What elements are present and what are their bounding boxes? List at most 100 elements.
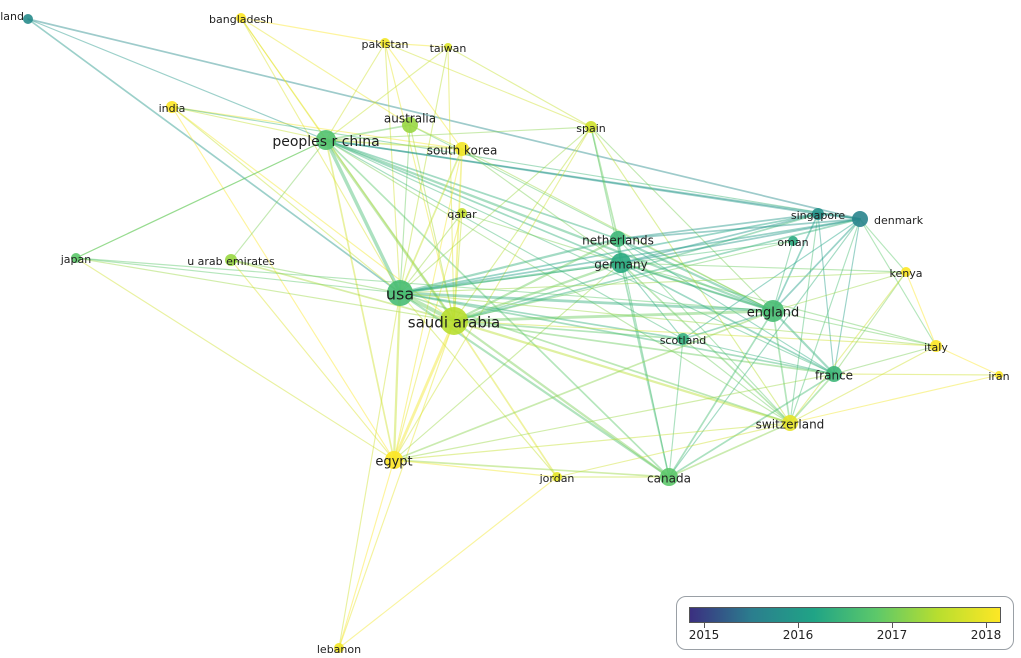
link-kenya-france: [833, 271, 907, 375]
link-u-arab-emirates-peoples-r-china: [230, 139, 327, 261]
link-taiwan-usa: [399, 46, 449, 294]
link-scotland-canada: [668, 338, 684, 478]
label-u-arab-emirates: u arab emirates: [187, 255, 275, 268]
link-england-france: [771, 309, 836, 376]
node-canada[interactable]: [660, 468, 678, 486]
link-japan-egypt: [75, 257, 395, 461]
node-australia[interactable]: [402, 117, 418, 133]
node-south-korea[interactable]: [455, 142, 469, 156]
link-peoples-r-china-canada: [325, 139, 670, 478]
label-canada: canada: [647, 472, 691, 486]
label-japan: japan: [60, 253, 92, 266]
link-saudi-arabia-france: [453, 320, 835, 375]
node-japan[interactable]: [71, 253, 81, 263]
link-peoples-r-china-usa: [324, 138, 402, 295]
label-singapore: singapore: [791, 209, 845, 222]
link-england-canada: [668, 310, 774, 478]
link-usa-england: [398, 291, 775, 313]
link-scotland-france: [682, 338, 835, 375]
node-bangladesh[interactable]: [236, 13, 246, 23]
link-denmark-kenya: [859, 218, 907, 273]
link-spain-england: [590, 126, 774, 312]
link-switzerland-egypt: [393, 422, 791, 461]
node-singapore[interactable]: [812, 208, 824, 220]
node-egypt[interactable]: [385, 451, 403, 469]
link-germany-saudi-arabia: [452, 261, 623, 323]
link-egypt-jordan: [393, 459, 558, 478]
link-spain-saudi-arabia: [453, 126, 592, 322]
node-scotland[interactable]: [677, 333, 689, 345]
node-germany[interactable]: [611, 253, 631, 273]
link-india-denmark: [171, 106, 861, 220]
label-denmark: denmark: [874, 214, 924, 227]
node-thailand[interactable]: [23, 14, 33, 24]
link-australia-england: [409, 124, 774, 312]
link-south-korea-england: [461, 148, 774, 312]
label-germany: germany: [594, 258, 647, 272]
node-netherlands[interactable]: [610, 231, 626, 247]
link-singapore-usa: [399, 213, 819, 294]
link-netherlands-england: [616, 237, 775, 313]
link-taiwan-saudi-arabia: [447, 46, 455, 322]
link-denmark-saudi-arabia: [453, 218, 861, 322]
link-switzerland-canada: [668, 422, 791, 478]
link-qatar-egypt: [393, 212, 463, 461]
link-scotland-switzerland: [682, 338, 791, 424]
link-germany-egypt: [393, 262, 622, 461]
node-jordan[interactable]: [552, 472, 562, 482]
node-qatar[interactable]: [457, 208, 467, 218]
link-jordan-lebanon: [338, 476, 558, 649]
link-pakistan-usa: [384, 42, 401, 294]
node-saudi-arabia[interactable]: [440, 307, 468, 335]
link-saudi-arabia-canada: [452, 319, 671, 479]
node-usa[interactable]: [387, 280, 413, 306]
link-usa-scotland: [399, 292, 684, 340]
node-taiwan[interactable]: [444, 43, 452, 51]
nodes-layer: [23, 13, 1003, 653]
link-italy-switzerland: [789, 345, 937, 424]
link-germany-canada: [620, 262, 670, 478]
node-iran[interactable]: [995, 371, 1003, 379]
node-england[interactable]: [762, 300, 784, 322]
node-pakistan[interactable]: [380, 38, 390, 48]
node-italy[interactable]: [930, 340, 942, 352]
link-germany-england: [619, 261, 775, 313]
link-india-peoples-r-china: [171, 106, 327, 141]
link-taiwan-spain: [447, 46, 592, 128]
link-singapore-germany: [620, 213, 819, 264]
link-germany-kenya: [620, 262, 907, 273]
node-france[interactable]: [826, 366, 842, 382]
link-denmark-switzerland: [789, 218, 861, 424]
node-lebanon[interactable]: [334, 643, 344, 653]
link-italy-france: [833, 345, 937, 375]
link-iran-switzerland: [789, 374, 1000, 424]
node-u-arab-emirates[interactable]: [225, 254, 237, 266]
node-spain[interactable]: [585, 121, 597, 133]
label-south-korea: south korea: [427, 144, 498, 158]
label-jordan: jordan: [539, 472, 575, 485]
link-denmark-usa: [399, 218, 861, 294]
link-saudi-arabia-jordan: [453, 320, 558, 478]
node-switzerland[interactable]: [782, 415, 798, 431]
node-denmark[interactable]: [852, 211, 868, 227]
link-bangladesh-saudi-arabia: [240, 17, 455, 322]
label-switzerland: switzerland: [756, 418, 825, 432]
link-switzerland-jordan: [556, 422, 791, 478]
link-u-arab-emirates-saudi-arabia: [230, 259, 455, 322]
node-oman[interactable]: [788, 236, 798, 246]
link-u-arab-emirates-egypt: [230, 259, 395, 461]
node-india[interactable]: [166, 101, 178, 113]
link-thailand-denmark: [27, 18, 861, 220]
link-netherlands-usa: [398, 237, 620, 295]
legend-tick: [892, 623, 893, 628]
link-england-italy: [772, 310, 937, 347]
node-peoples-r-china[interactable]: [316, 130, 336, 150]
label-bangladesh: bangladesh: [209, 13, 273, 26]
link-denmark-scotland: [682, 218, 861, 340]
link-australia-saudi-arabia: [409, 124, 455, 322]
link-singapore-saudi-arabia: [453, 213, 819, 322]
label-australia: australia: [384, 112, 436, 126]
link-pakistan-taiwan: [384, 42, 449, 48]
node-kenya[interactable]: [901, 267, 911, 277]
link-pakistan-saudi-arabia: [384, 42, 455, 322]
